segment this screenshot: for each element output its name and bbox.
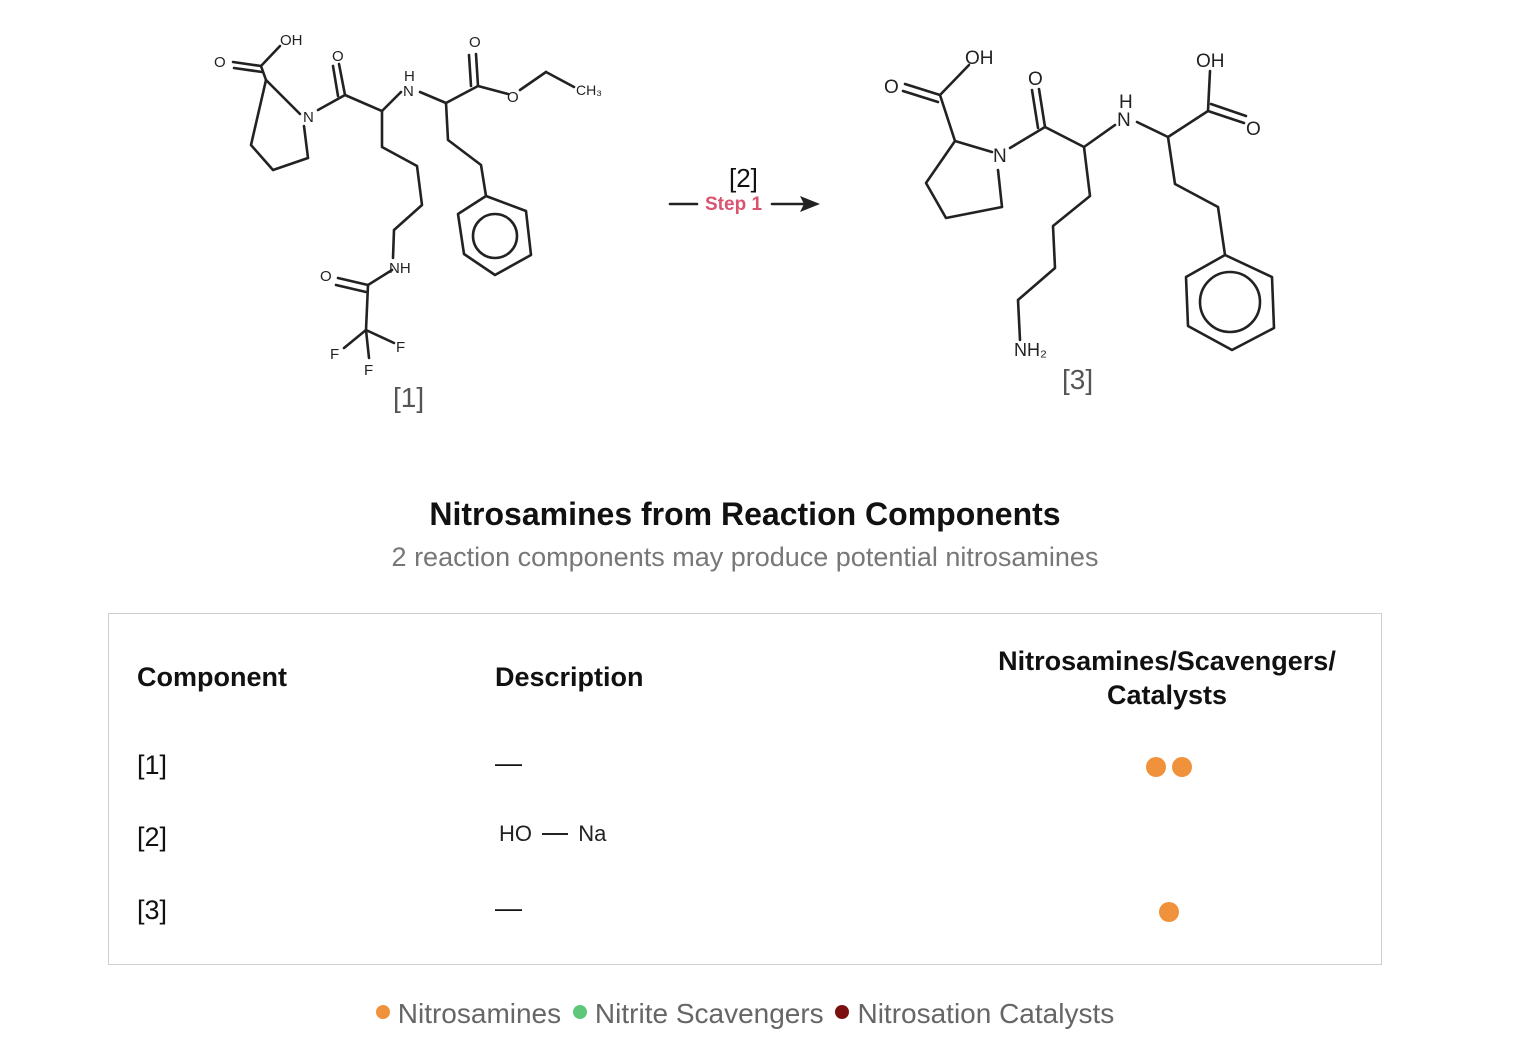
legend-label: Nitrosamines [397, 998, 562, 1029]
legend-label: Nitrite Scavengers [594, 998, 824, 1029]
reaction-arrow [668, 196, 820, 212]
nitrosamine-dot[interactable] [1172, 757, 1192, 777]
legend-item-catalysts: Nitrosation Catalysts [835, 998, 1114, 1030]
header-flags-line2: Catalysts [1106, 680, 1228, 710]
atom-label: F [364, 362, 373, 379]
row-2-description-formula: HO Na [499, 821, 606, 847]
reactant-structure: O OH N O H N O O CH₃ NH O F F F [214, 32, 602, 379]
formula-left: HO [499, 821, 532, 846]
atom-label: O [1246, 119, 1261, 140]
header-component: Component [137, 662, 287, 692]
atom-label: O [332, 48, 344, 65]
legend-label: Nitrosation Catalysts [857, 998, 1115, 1029]
atom-label: O [214, 54, 226, 71]
reactant-label: [1] [393, 382, 425, 413]
header-flags-line1: Nitrosamines/Scavengers/ [998, 646, 1336, 676]
atom-label: H [404, 68, 415, 85]
row-3-component: [3] [137, 895, 168, 925]
atom-label: O [320, 268, 332, 285]
row-2-component: [2] [137, 822, 168, 852]
atom-label: N [403, 83, 414, 100]
atom-label: N [303, 109, 314, 126]
atom-label: NH [389, 260, 411, 277]
product-structure: O OH N O H N OH O NH₂ [884, 48, 1276, 360]
row-1-description: — [495, 748, 522, 778]
section-subtitle: 2 reaction components may produce potent… [391, 542, 1099, 572]
nitrosamine-dot[interactable] [1159, 902, 1179, 922]
reagent-label: [2] [729, 163, 758, 193]
formula-bond [542, 833, 569, 835]
atom-label: OH [1196, 51, 1225, 72]
atom-label: F [330, 346, 339, 363]
nitrosamine-dot[interactable] [1146, 757, 1166, 777]
atom-label: O [507, 89, 519, 106]
atom-label: N [993, 146, 1007, 167]
legend: Nitrosamines Nitrite Scavengers Nitrosat… [0, 998, 1490, 1030]
reaction-scheme: O OH N O H N O O CH₃ NH O F F F [0, 0, 1536, 440]
atom-label: O [1028, 69, 1043, 90]
reaction-drawing: O OH N O H N O O CH₃ NH O F F F [214, 32, 1276, 379]
atom-label: O [884, 77, 899, 98]
legend-dot [835, 1005, 850, 1019]
components-table: Component Description Nitrosamines/Scave… [108, 613, 1382, 965]
atom-label: OH [965, 48, 994, 69]
legend-dot [375, 1005, 390, 1019]
atom-label: CH₃ [576, 82, 602, 98]
legend-item-nitrosamines: Nitrosamines [375, 998, 562, 1030]
atom-label: N [1117, 110, 1131, 131]
legend-dot [572, 1005, 587, 1019]
formula-right: Na [578, 821, 607, 846]
row-3-description: — [495, 893, 522, 923]
section-title: Nitrosamines from Reaction Components [429, 496, 1061, 532]
atom-label: NH₂ [1014, 340, 1047, 360]
row-1-component: [1] [137, 750, 168, 780]
step-label: Step 1 [705, 194, 763, 215]
legend-item-scavengers: Nitrite Scavengers [572, 998, 824, 1030]
atom-label: O [469, 34, 481, 51]
atom-label: H [1119, 92, 1133, 113]
atom-label: OH [280, 32, 303, 49]
header-flags: Nitrosamines/Scavengers/ Catalysts [967, 644, 1367, 712]
product-label: [3] [1062, 364, 1094, 395]
atom-label: F [396, 339, 405, 356]
header-description: Description [495, 662, 644, 692]
